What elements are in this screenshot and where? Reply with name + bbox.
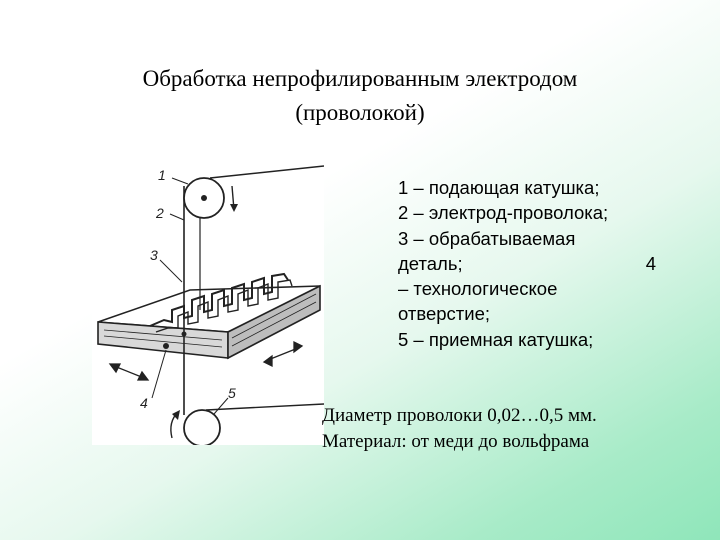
wire-edm-diagram: 1 2 3 4 5 xyxy=(92,160,324,445)
legend-item-1: 1 – подающая катушка; xyxy=(398,177,600,198)
callout-5: 5 xyxy=(228,385,236,401)
legend-item-3b-row: деталь; 4 xyxy=(398,251,656,276)
legend: 1 – подающая катушка; 2 – электрод-прово… xyxy=(398,175,656,352)
legend-item-3b: деталь; xyxy=(398,252,463,274)
callout-1: 1 xyxy=(158,167,166,183)
callout-2: 2 xyxy=(155,205,164,221)
title-line-1: Обработка непрофилированным электродом xyxy=(142,66,578,91)
wire-diameter-note: Диаметр проволоки 0,02…0,5 мм. xyxy=(322,405,597,426)
legend-item-3a: 3 – обрабатываемая xyxy=(398,227,576,249)
take-up-spool xyxy=(170,403,324,445)
callout-4: 4 xyxy=(140,395,148,411)
legend-item-5: 5 – приемная катушка; xyxy=(398,328,594,350)
callout-3: 3 xyxy=(150,247,158,263)
workpiece xyxy=(97,284,321,360)
title-line-2: (проволокой) xyxy=(295,100,425,125)
notes: Диаметр проволоки 0,02…0,5 мм. Материал:… xyxy=(322,403,702,455)
supply-spool xyxy=(183,165,324,219)
legend-item-4-number: 4 xyxy=(645,252,656,274)
feed-arrows xyxy=(108,340,304,381)
legend-item-2: 2 – электрод-проволока; xyxy=(398,202,609,224)
legend-item-4c: отверстие; xyxy=(398,303,491,325)
legend-item-4b: – технологическое xyxy=(398,278,558,300)
slide-title: Обработка непрофилированным электродом (… xyxy=(40,62,680,130)
material-note: Материал: от меди до вольфрама xyxy=(322,431,590,452)
